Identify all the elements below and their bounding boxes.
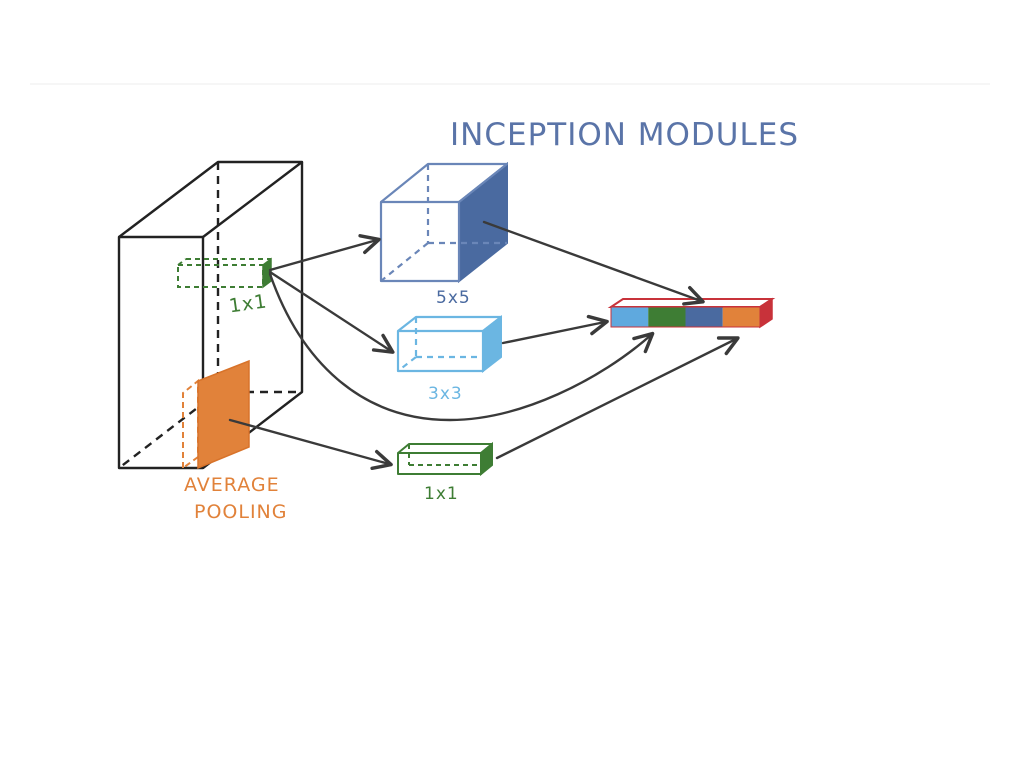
output-light-blue-segment (611, 307, 649, 327)
box-5x5-label: 5x5 (436, 288, 471, 308)
input-volume-front-face (117, 235, 205, 470)
box-1x1-top-edges (397, 443, 493, 454)
diagram-title: INCEPTION MODULES (450, 117, 799, 153)
arrow-1x1-to-output (495, 336, 740, 460)
arrow-5x5-to-output (482, 220, 705, 306)
slice-end-face (262, 257, 272, 289)
output-dark-blue-segment (685, 307, 723, 327)
box-3x3 (396, 314, 503, 374)
pooling-slab-face (197, 359, 250, 470)
box-1x1 (397, 441, 493, 477)
arrow-slice-to-3x3 (268, 270, 395, 354)
pooling-slab-dashed-outline (182, 378, 199, 470)
input-1x1-slice (177, 257, 272, 289)
input-volume-top-edges (118, 160, 304, 238)
output-orange-segment (722, 307, 760, 327)
output-top-face (607, 298, 776, 308)
output-segments (610, 306, 761, 328)
average-pooling-slab (182, 359, 250, 470)
pooling-label-line1: AVERAGE (184, 474, 280, 496)
concatenated-output (607, 297, 776, 329)
arrow-slice-to-5x5 (268, 234, 381, 272)
output-green-segment (648, 307, 686, 327)
box-5x5-hidden-diagonal (380, 242, 429, 282)
arrow-pooling-to-1x1 (228, 418, 393, 471)
box-3x3-front-face (396, 329, 485, 373)
output-outline (610, 306, 761, 328)
slice-front-dashed (177, 264, 264, 288)
slice-top-dashed-1 (177, 258, 187, 266)
box-1x1-label: 1x1 (424, 484, 459, 504)
arrow-slice-curve-to-output (268, 272, 655, 422)
pooling-label-line2: POOLING (194, 501, 288, 523)
box-5x5-top-edges (380, 162, 509, 203)
box-3x3-top-edges (397, 315, 503, 332)
input-slice-label: 1x1 (228, 290, 269, 317)
arrows (228, 220, 740, 471)
box-3x3-label: 3x3 (428, 384, 463, 404)
box-1x1-front-face (397, 452, 482, 475)
box-3x3-hidden-diagonal (397, 356, 417, 372)
arrow-3x3-to-output (501, 314, 609, 345)
box-5x5-front-face (379, 200, 461, 283)
